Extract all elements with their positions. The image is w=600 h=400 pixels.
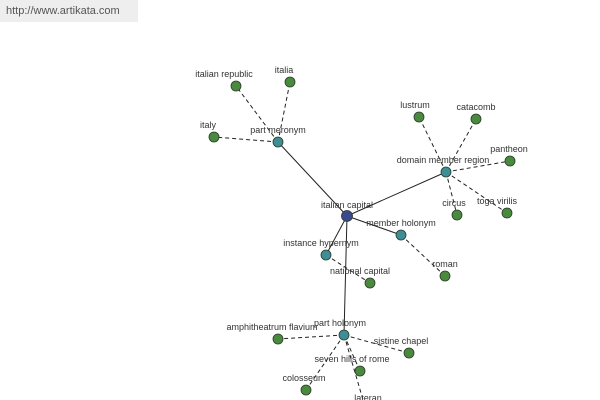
edge-part-meronym-italian-republic: [235, 85, 279, 143]
edge-part-holonym-seven-hills-of-rome: [343, 334, 361, 372]
node-national-capital[interactable]: national capital: [330, 266, 390, 289]
center-node-italian-capital-marker[interactable]: [341, 210, 353, 222]
node-lustrum-marker[interactable]: [413, 111, 425, 123]
node-seven-hills-of-rome-marker[interactable]: [354, 365, 366, 377]
edge-domain-member-region-pantheon: [445, 160, 511, 173]
node-catacomb[interactable]: catacomb: [456, 102, 496, 125]
node-sistine-chapel-marker[interactable]: [403, 347, 415, 359]
edge-domain-member-region-lustrum: [418, 116, 447, 173]
node-amphitheatrum-flavium[interactable]: amphitheatrum flavium: [226, 322, 318, 345]
graph-edges: [213, 81, 511, 400]
relation-node-part-meronym-marker[interactable]: [272, 136, 284, 148]
node-lustrum[interactable]: lustrum: [400, 100, 430, 123]
node-colosseum-label: colosseum: [282, 373, 325, 383]
node-roman-label: roman: [432, 259, 458, 269]
edge-part-holonym-amphitheatrum-flavium: [277, 334, 345, 340]
node-colosseum-marker[interactable]: [300, 384, 312, 396]
center-node-italian-capital-label: italian capital: [321, 200, 373, 210]
edge-center-part-meronym: [277, 141, 348, 217]
node-italy[interactable]: italy: [200, 120, 220, 143]
node-amphitheatrum-flavium-marker[interactable]: [272, 333, 284, 345]
node-italia-label: italia: [275, 65, 294, 75]
node-italy-label: italy: [200, 120, 217, 130]
relation-node-part-holonym-label: part holonym: [314, 318, 366, 328]
edge-domain-member-region-toga-virilis: [445, 171, 508, 214]
edge-center-instance-hypernym: [325, 215, 348, 256]
edge-member-holonym-roman: [400, 234, 446, 277]
source-url[interactable]: http://www.artikata.com: [0, 0, 138, 22]
node-italian-republic[interactable]: italian republic: [195, 69, 253, 92]
node-national-capital-label: national capital: [330, 266, 390, 276]
node-lustrum-label: lustrum: [400, 100, 430, 110]
node-sistine-chapel-label: sistine chapel: [374, 336, 429, 346]
relation-node-domain-member-region-marker[interactable]: [440, 166, 452, 178]
node-italia[interactable]: italia: [275, 65, 296, 88]
relation-node-member-holonym-marker[interactable]: [395, 229, 407, 241]
node-toga-virilis[interactable]: toga virilis: [477, 196, 518, 219]
node-toga-virilis-label: toga virilis: [477, 196, 518, 206]
node-lateran-label: lateran: [354, 393, 382, 400]
edge-part-meronym-italy: [213, 136, 279, 143]
relation-node-member-holonym-label: member holonym: [366, 218, 436, 228]
node-italia-marker[interactable]: [284, 76, 296, 88]
node-seven-hills-of-rome-label: seven hills of rome: [314, 354, 389, 364]
node-italy-marker[interactable]: [208, 131, 220, 143]
relation-node-part-meronym-label: part meronym: [250, 125, 306, 135]
graph-nodes: italian republic italia italy part meronym l…: [195, 65, 528, 400]
node-italian-republic-label: italian republic: [195, 69, 253, 79]
relation-node-instance-hypernym-label: instance hypernym: [283, 238, 359, 248]
relation-node-member-holonym[interactable]: member holonym: [366, 218, 436, 241]
relation-node-instance-hypernym[interactable]: instance hypernym: [283, 238, 359, 261]
node-catacomb-marker[interactable]: [470, 113, 482, 125]
node-roman[interactable]: roman: [432, 259, 458, 282]
edge-part-meronym-italia: [277, 81, 291, 143]
node-amphitheatrum-flavium-label: amphitheatrum flavium: [226, 322, 317, 332]
edge-part-holonym-lateran: [343, 334, 364, 400]
node-pantheon-marker[interactable]: [504, 155, 516, 167]
edge-instance-hypernym-national-capital: [325, 254, 371, 284]
node-italian-republic-marker[interactable]: [230, 80, 242, 92]
node-colosseum[interactable]: colosseum: [282, 373, 326, 396]
node-lateran[interactable]: lateran: [354, 393, 382, 400]
relation-node-domain-member-region-label: domain member region: [397, 155, 490, 165]
relation-node-part-holonym[interactable]: part holonym: [314, 318, 366, 341]
node-circus-marker[interactable]: [451, 209, 463, 221]
relation-node-instance-hypernym-marker[interactable]: [320, 249, 332, 261]
edge-center-part-holonym: [343, 215, 348, 336]
relation-node-domain-member-region[interactable]: domain member region: [397, 155, 490, 178]
node-seven-hills-of-rome[interactable]: seven hills of rome: [314, 354, 390, 377]
node-catacomb-label: catacomb: [456, 102, 495, 112]
edge-domain-member-region-circus: [445, 171, 458, 216]
edge-part-holonym-sistine-chapel: [343, 334, 410, 354]
center-node-italian-capital[interactable]: italian capital: [321, 200, 373, 222]
node-toga-virilis-marker[interactable]: [501, 207, 513, 219]
node-roman-marker[interactable]: [439, 270, 451, 282]
node-national-capital-marker[interactable]: [364, 277, 376, 289]
node-pantheon[interactable]: pantheon: [490, 144, 528, 167]
relation-node-part-holonym-marker[interactable]: [338, 329, 350, 341]
edge-domain-member-region-catacomb: [445, 118, 477, 173]
edge-center-member-holonym: [346, 215, 402, 236]
node-pantheon-label: pantheon: [490, 144, 528, 154]
node-circus[interactable]: circus: [442, 198, 466, 221]
edge-center-domain-member-region: [346, 171, 447, 217]
relation-node-part-meronym[interactable]: part meronym: [250, 125, 306, 148]
node-circus-label: circus: [442, 198, 466, 208]
node-sistine-chapel[interactable]: sistine chapel: [374, 336, 429, 359]
